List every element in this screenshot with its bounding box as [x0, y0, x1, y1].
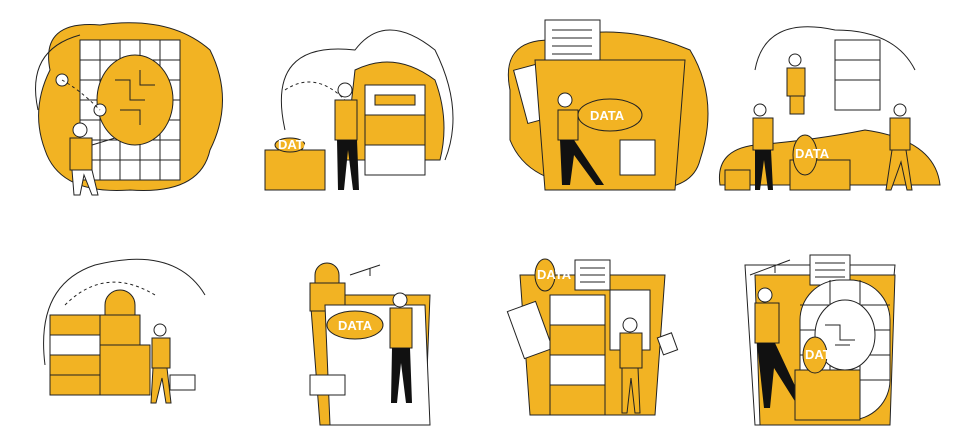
illustration-key-circuit: DATA: [725, 235, 955, 435]
data-label: DATA: [805, 347, 840, 362]
illustration-team-boxes: DATA: [715, 10, 945, 210]
filing-cabinet: [49, 314, 101, 396]
data-label: DATA: [338, 318, 373, 333]
data-label: DATA: [590, 108, 625, 123]
cabinet: [834, 39, 881, 111]
filing-cabinet: [364, 84, 426, 176]
illustration-data-folder: DATA: [490, 10, 720, 210]
illustration-data-document: DATA: [270, 235, 500, 435]
person-torso: [69, 137, 93, 171]
key-icon: [749, 259, 791, 276]
data-label: DATA: [795, 146, 830, 161]
data-label: DATA: [278, 137, 313, 152]
data-label: DATA: [537, 267, 572, 282]
illustration-circuit-grid: [20, 10, 250, 210]
person-torso: [334, 99, 358, 141]
illustration-filing-cabinets: DATA: [245, 10, 475, 210]
key-icon: [349, 264, 381, 276]
data-badge: [326, 310, 384, 340]
filing-cabinet: [549, 294, 606, 416]
box: [264, 149, 326, 191]
lock-icon: [99, 314, 141, 346]
box: [794, 369, 861, 421]
illustration-cabinet-papers: DATA: [500, 235, 730, 435]
illustration-locks-cabinets: [25, 235, 255, 435]
